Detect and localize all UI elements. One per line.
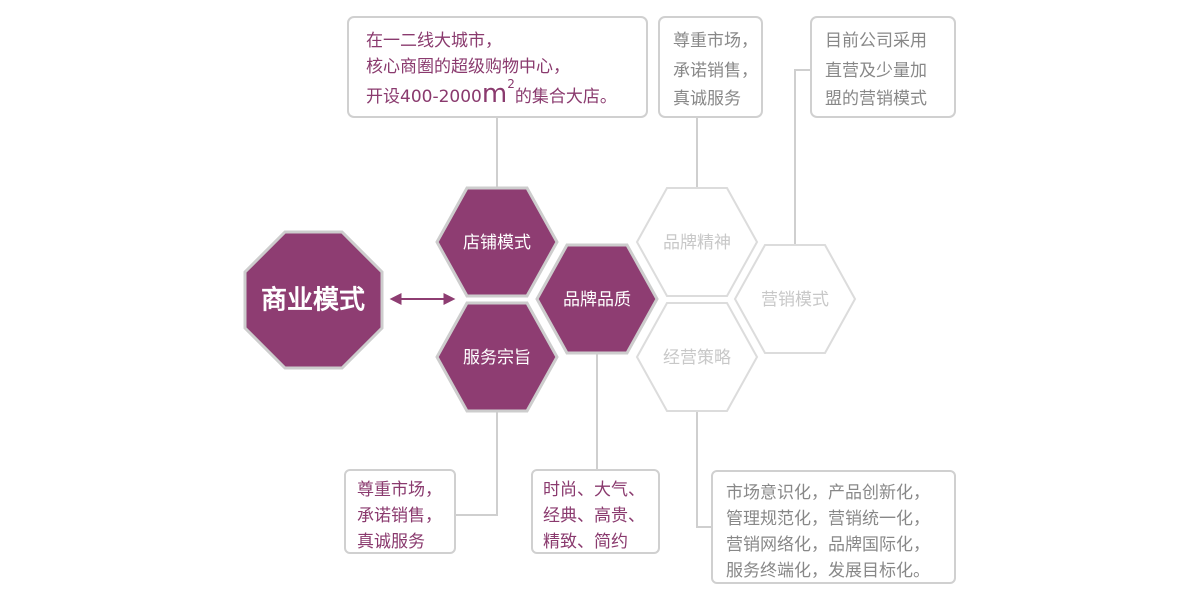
center-octagon: 商业模式	[243, 230, 384, 370]
box-quality-desc: 时尚、大气、 经典、高贵、 精致、简约	[531, 469, 660, 554]
center-label: 商业模式	[261, 285, 365, 316]
hex-label: 店铺模式	[463, 233, 531, 253]
hex-marketing: 营销模式	[733, 244, 857, 354]
hex-label: 营销模式	[761, 290, 829, 310]
hex-spirit: 品牌精神	[635, 187, 759, 297]
box-text: 目前公司采用	[825, 31, 927, 51]
connector-strategy	[696, 409, 712, 528]
box-text: 承诺销售，	[673, 61, 758, 81]
box-store-desc: 在一二线大城市， 核心商圈的超级购物中心， 开设400-2000m2的集合大店。	[347, 16, 648, 118]
box-text: 尊重市场，	[357, 480, 442, 500]
box-marketing-desc: 目前公司采用 直营及少量加 盟的营销模式	[810, 16, 956, 118]
hex-label: 品牌品质	[563, 290, 631, 310]
hex-label: 经营策略	[663, 348, 731, 368]
box-text: 营销网络化，品牌国际化，	[726, 535, 930, 555]
box-text: 承诺销售，	[357, 506, 442, 526]
box-text: 核心商圈的超级购物中心，	[366, 57, 570, 77]
box-text: 精致、简约	[543, 532, 628, 552]
box-text: 在一二线大城市，	[366, 31, 502, 51]
hex-label: 服务宗旨	[463, 348, 531, 368]
box-strategy-desc: 市场意识化，产品创新化， 管理规范化，营销统一化， 营销网络化，品牌国际化， 服…	[711, 470, 956, 584]
hex-store: 店铺模式	[435, 186, 559, 298]
hex-strategy: 经营策略	[635, 302, 759, 412]
box-text: 尊重市场，	[673, 31, 758, 51]
connector-marketing	[794, 69, 811, 248]
connectors	[455, 69, 811, 528]
box-service-desc: 尊重市场， 承诺销售， 真诚服务	[344, 469, 456, 554]
hex-quality: 品牌品质	[535, 243, 659, 355]
box-text: 服务终端化，发展目标化。	[726, 561, 930, 581]
connector-service	[455, 409, 498, 516]
box-text: 市场意识化，产品创新化，	[726, 483, 930, 503]
box-text: 真诚服务	[673, 89, 741, 109]
box-text: 时尚、大气、	[543, 480, 645, 500]
box-text: 盟的营销模式	[825, 89, 927, 109]
hex-label: 品牌精神	[663, 233, 731, 253]
box-spirit-desc: 尊重市场， 承诺销售， 真诚服务	[658, 16, 763, 118]
hex-service: 服务宗旨	[435, 301, 559, 413]
box-text: 真诚服务	[357, 532, 425, 552]
box-text: 直营及少量加	[825, 61, 927, 81]
box-text: 经典、高贵、	[543, 506, 645, 526]
box-text: 开设400-2000m2的集合大店。	[366, 77, 617, 109]
box-text: 管理规范化，营销统一化，	[726, 509, 930, 529]
